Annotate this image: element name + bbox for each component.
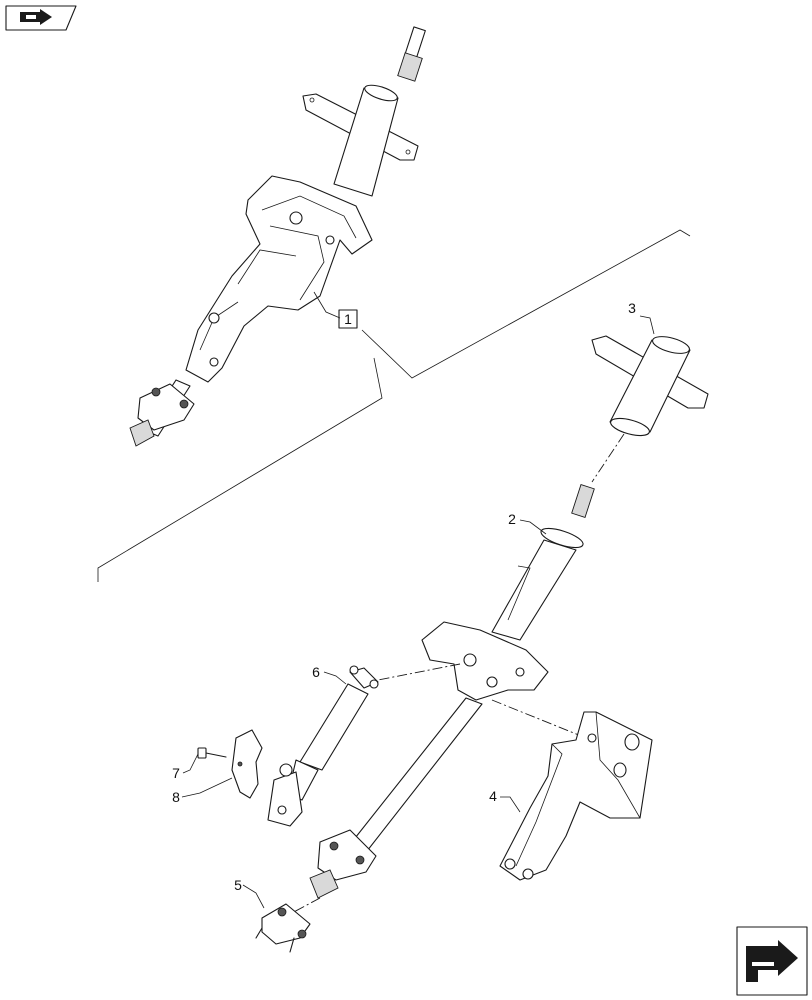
callout-8[interactable]: 8 <box>172 789 180 805</box>
steering-column-assembly <box>129 26 426 447</box>
callout-7[interactable]: 7 <box>172 765 180 781</box>
shortcut-arrow-icon[interactable] <box>5 5 77 31</box>
part-7-bolt <box>197 747 227 759</box>
callout-4[interactable]: 4 <box>489 788 497 804</box>
part-5-yoke <box>255 903 311 953</box>
callout-1: 1 <box>344 311 352 327</box>
callout-2[interactable]: 2 <box>508 511 516 527</box>
part-8-cover-plate <box>231 729 263 799</box>
callout-1-box[interactable]: 1 <box>338 309 358 329</box>
leader-lines <box>181 291 655 909</box>
part-3-flanged-sleeve <box>591 335 709 437</box>
callout-3[interactable]: 3 <box>628 300 636 316</box>
callout-6[interactable]: 6 <box>312 664 320 680</box>
callout-5[interactable]: 5 <box>234 877 242 893</box>
navigate-next-icon[interactable] <box>736 926 808 996</box>
part-6-gas-strut <box>267 665 379 827</box>
part-4-support-bracket <box>499 711 653 881</box>
section-boundary <box>97 229 691 582</box>
part-2-steering-column <box>309 484 595 899</box>
